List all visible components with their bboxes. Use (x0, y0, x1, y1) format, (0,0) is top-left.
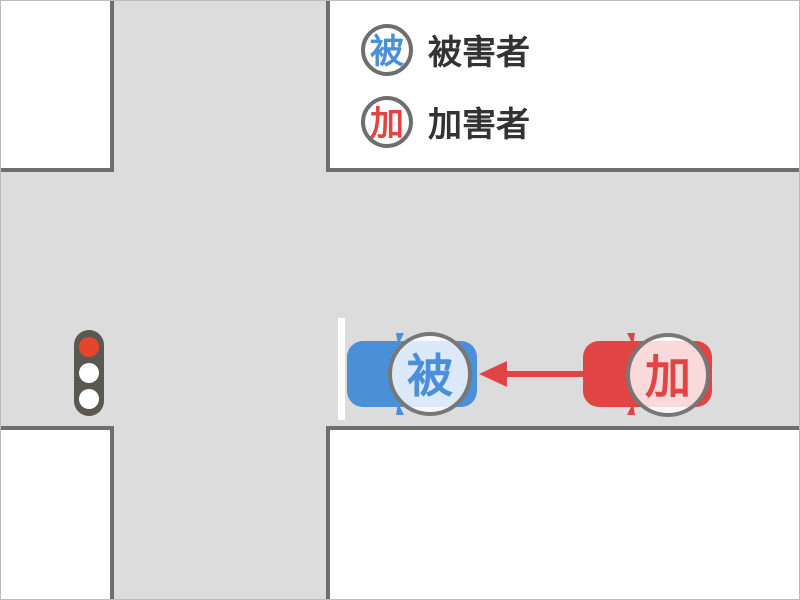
offender-legend-icon (361, 96, 413, 148)
legend-offender: 加 加害者 (361, 96, 530, 148)
legend-victim: 被 被害者 (361, 24, 530, 76)
yellow-light-icon (79, 363, 99, 383)
red-light-icon (79, 337, 99, 357)
victim-legend-icon (361, 24, 413, 76)
offender-legend-symbol: 加 (370, 104, 404, 144)
victim-car-symbol: 被 (407, 349, 453, 403)
green-light-icon (79, 389, 99, 409)
traffic-light (74, 330, 104, 416)
victim-marker-icon (388, 332, 472, 416)
victim-legend-symbol: 被 (370, 32, 404, 72)
offender-legend-label: 加害者 (428, 105, 530, 145)
offender-car: 加 (583, 333, 712, 417)
offender-marker-icon (626, 333, 710, 417)
victim-legend-label: 被害者 (428, 33, 530, 73)
stop-line (338, 318, 345, 420)
arrow-head-icon (479, 361, 507, 387)
victim-car: 被 (347, 332, 477, 416)
direction-arrow (479, 361, 590, 387)
offender-car-symbol: 加 (645, 350, 691, 404)
